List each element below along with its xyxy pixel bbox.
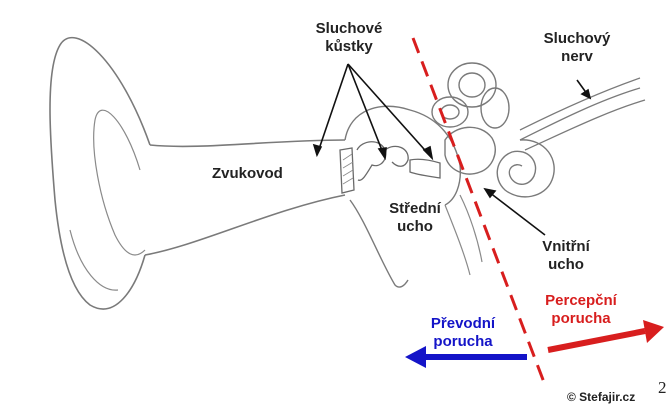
ossicles-pointer-lines xyxy=(312,63,434,161)
auditory-nerve-label: Sluchový nerv xyxy=(536,30,618,66)
inner-ear-label-line2: ucho xyxy=(548,256,584,273)
inner-ear-label-line1: Vnitřní xyxy=(542,238,590,255)
middle-ear-label: Střední ucho xyxy=(380,200,450,236)
ossicles-label: Sluchové kůstky xyxy=(306,20,392,56)
sensorineural-loss-label: Percepční porucha xyxy=(539,292,623,328)
auditory-nerve-label-line2: nerv xyxy=(561,48,593,65)
middle-ear-label-line2: ucho xyxy=(397,218,433,235)
middle-ear-label-line1: Střední xyxy=(389,200,441,217)
ear-canal-upper-wall xyxy=(149,139,346,148)
outer-ear-inner-fold xyxy=(93,109,146,256)
ossicle-stapes xyxy=(409,158,441,179)
ossicle-malleus xyxy=(356,141,387,181)
eardrum-hatching xyxy=(342,153,354,185)
vestibule xyxy=(444,126,496,175)
page-number: 2 xyxy=(658,378,667,397)
ossicles-label-line2: kůstky xyxy=(325,38,373,55)
auditory-nerve xyxy=(519,77,646,151)
outer-ear-lobe xyxy=(69,229,119,291)
ear-canal-label: Zvukovod xyxy=(212,165,283,182)
ear-canal-lower-wall xyxy=(144,194,346,256)
semicircular-canals xyxy=(431,62,510,129)
inner-ear-label: Vnitřní ucho xyxy=(532,238,600,274)
auditory-nerve-label-line1: Sluchový xyxy=(543,30,611,47)
conductive-loss-label-line1: Převodní xyxy=(430,315,496,332)
middle-ear-cavity xyxy=(344,105,462,288)
copyright-credit: © Stefajir.cz xyxy=(567,390,636,404)
conductive-loss-label: Převodní porucha xyxy=(423,315,503,351)
conductive-sensorineural-boundary xyxy=(411,37,547,386)
outer-ear-pinna xyxy=(49,36,151,310)
eustachian-tube xyxy=(444,194,483,276)
nerve-pointer xyxy=(576,79,592,100)
eardrum xyxy=(339,147,355,194)
sensorineural-loss-label-line2: porucha xyxy=(551,310,611,327)
ossicles-label-line1: Sluchové xyxy=(315,20,383,37)
conductive-loss-label-line2: porucha xyxy=(433,333,493,350)
inner-ear-pointer xyxy=(483,187,546,236)
ossicle-incus xyxy=(384,145,409,167)
cochlea xyxy=(496,139,555,198)
sensorineural-loss-label-line1: Percepční xyxy=(545,292,617,309)
sensorineural-arrow xyxy=(547,320,664,353)
conductive-arrow xyxy=(405,346,527,368)
